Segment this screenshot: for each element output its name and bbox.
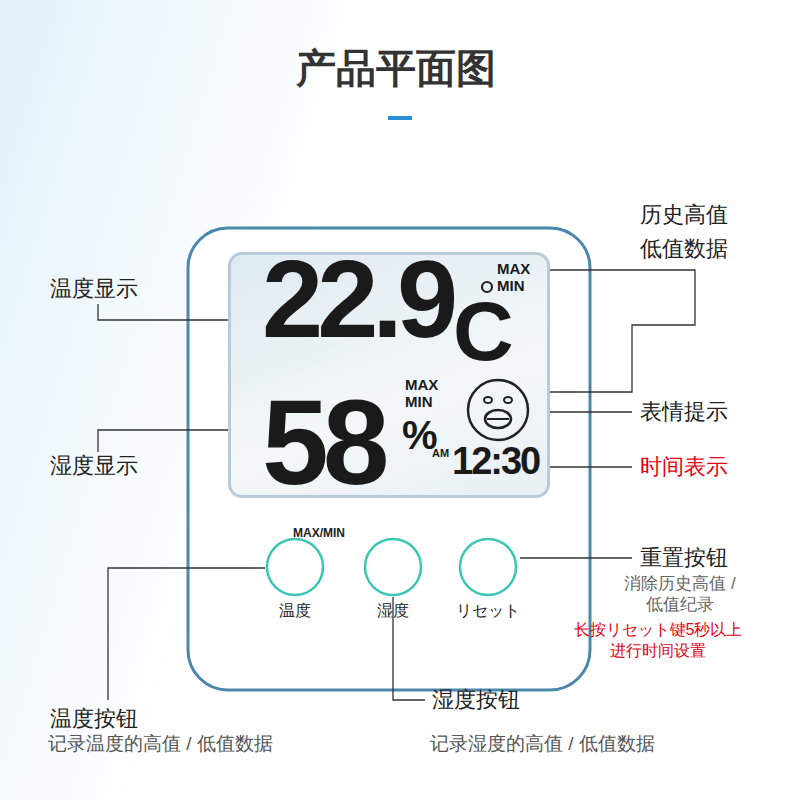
callout-label: 湿度显示 (50, 455, 138, 477)
callout-label: 重置按钮 (640, 547, 728, 569)
callout-label: 历史高值 低值数据 (640, 198, 740, 266)
callout-label: 温度显示 (50, 278, 138, 300)
face-mouth (485, 410, 511, 428)
clock-reading: 12:30 (452, 442, 539, 480)
min-mark: MIN (405, 394, 433, 409)
callout-note: 记录湿度的高值 / 低值数据 (430, 734, 655, 753)
leader-line (540, 466, 632, 467)
callout-label: 温度按钮 (50, 708, 138, 730)
am-mark: AM (432, 448, 449, 459)
face-eye (484, 397, 492, 403)
button-circle-art (448, 537, 528, 599)
humidity-reading: 58 (262, 382, 383, 502)
min-mark: MIN (497, 278, 525, 293)
button-label: リセット (456, 603, 520, 619)
button-label: 温度 (279, 603, 311, 619)
button: 温度 (255, 537, 335, 633)
face-outline (468, 380, 528, 440)
button-circle (267, 539, 323, 595)
button-circle (365, 539, 421, 595)
max-mark: MAX (497, 261, 530, 276)
leader-line (108, 568, 265, 700)
callout-note: 长按リセット键5秒以上 进行时间设置 (540, 620, 776, 662)
face-teeth (487, 418, 509, 420)
button: リセット (448, 537, 528, 633)
button-circle-art (255, 537, 335, 599)
button: 湿度 (353, 537, 433, 633)
button-label: 湿度 (377, 603, 409, 619)
face-eye (504, 397, 512, 403)
temperature-reading: 22.9 (262, 244, 452, 354)
callout-label: 表情提示 (640, 401, 728, 423)
callout-note: 消除历史高值 / 低值纪录 (590, 573, 770, 616)
leader-line (520, 557, 632, 558)
callout-label: 时间表示 (640, 456, 728, 478)
callout-label: 湿度按钮 (432, 689, 520, 711)
button-circle-art (353, 537, 433, 599)
button-circle (460, 539, 516, 595)
lcd-screen: 22.9CMAXMIN58%MAXMINAM12:30 (228, 252, 550, 498)
title-bar (388, 116, 412, 120)
device-housing (188, 228, 590, 690)
callout-note: 记录温度的高值 / 低值数据 (48, 734, 273, 753)
button-group-label: MAX/MIN (293, 527, 345, 539)
max-mark: MAX (405, 377, 438, 392)
title: 产品平面图 (0, 48, 796, 88)
celsius-unit: C (453, 289, 514, 373)
